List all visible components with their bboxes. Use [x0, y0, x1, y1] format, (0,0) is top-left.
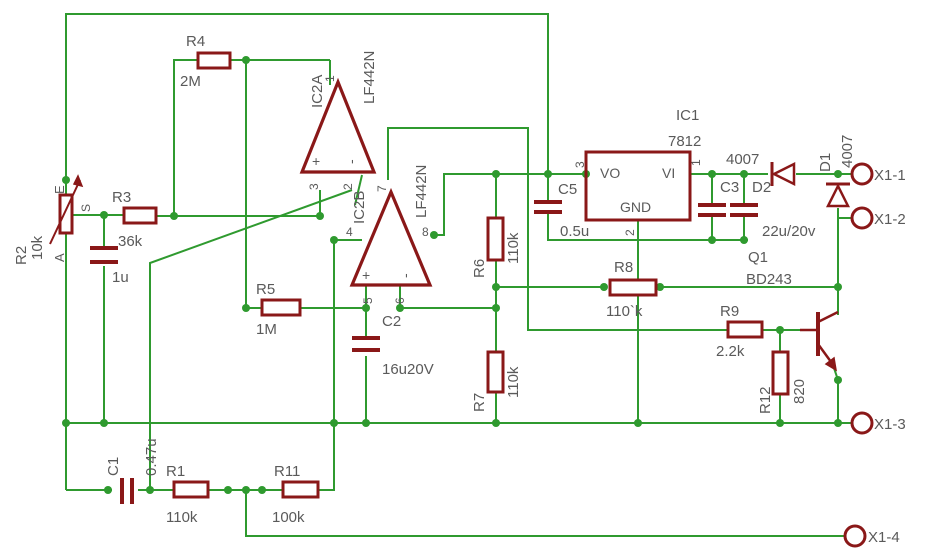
r5-value: 1M: [256, 321, 277, 338]
r4-value: 2M: [180, 73, 201, 90]
r8-label: R8: [614, 259, 633, 276]
ic1-pin-gnd: GND: [620, 199, 651, 215]
ic1-pin3: 3: [573, 161, 587, 168]
c2-capacitor: [352, 336, 380, 352]
ic2b-pin4: 4: [346, 225, 353, 239]
c2-label: C2: [382, 313, 401, 330]
r8-value: 110`k: [606, 303, 643, 320]
c4-value: 1u: [112, 269, 129, 286]
ic2a-name: IC2A: [309, 75, 326, 108]
ic2b-part: LF442N: [413, 165, 430, 218]
r2-potentiometer: [49, 174, 84, 245]
c1-capacitor: [120, 478, 134, 504]
ic2a-opamp: [299, 77, 377, 174]
ic2a-plus: +: [312, 153, 320, 169]
r5-label: R5: [256, 281, 275, 298]
ic2b-pin7: 7: [375, 185, 389, 192]
r2-pin-e: E: [52, 185, 67, 194]
ic2a-pin3: 3: [307, 183, 321, 190]
r2-pin-a: A: [52, 253, 67, 262]
r9-value: 2.2k: [716, 343, 745, 360]
r3-label: R3: [112, 189, 131, 206]
r1-value: 110k: [166, 509, 198, 526]
ic2b-plus: +: [362, 267, 370, 283]
c1-value: 0.47u: [143, 438, 160, 476]
r9-resistor: [726, 320, 764, 339]
ic2b-minus: -: [397, 273, 413, 278]
c5-value: 0.5u: [560, 223, 589, 240]
r2-value: 10k: [29, 235, 46, 260]
junctions: [62, 56, 842, 494]
ic2b-pin5: 5: [361, 297, 375, 304]
r2-pin-s: S: [79, 204, 93, 212]
ic1-part: 7812: [668, 133, 701, 150]
ic2a-part: LF442N: [361, 51, 378, 104]
ic1-pin1: 1: [689, 159, 703, 166]
terminal-x1-2: X1-2: [874, 211, 906, 228]
r2-label: R2: [13, 246, 30, 265]
r11-value: 100k: [272, 509, 305, 526]
terminals: [843, 162, 874, 548]
r12-label: R12: [757, 386, 774, 414]
r9-label: R9: [720, 303, 739, 320]
r12-resistor: [771, 350, 790, 396]
r6-resistor: [486, 216, 505, 262]
r1-label: R1: [166, 463, 185, 480]
ic1-pin-vi: VI: [662, 165, 675, 181]
r7-resistor: [486, 350, 505, 394]
r6-value: 110k: [505, 232, 522, 264]
c5-label: C5: [558, 181, 577, 198]
ic2b-pin6: 6: [393, 297, 407, 304]
ic1-name: IC1: [676, 107, 699, 124]
c2-value: 16u20V: [382, 361, 434, 378]
d2-label: D2: [752, 179, 771, 196]
r11-resistor: [281, 480, 320, 499]
d2-value: 4007: [726, 151, 759, 168]
ic2a-pin1: 1: [323, 75, 337, 82]
terminal-x1-3: X1-3: [874, 416, 906, 433]
ic2b-opamp: [349, 187, 433, 287]
ic2a-pin2: 2: [341, 183, 355, 190]
ic2a-minus: -: [343, 159, 359, 164]
r4-label: R4: [186, 33, 205, 50]
wires: [65, 13, 852, 537]
ic1-regulator: [584, 150, 692, 222]
c3-capacitor: [698, 203, 758, 217]
r1-resistor: [172, 480, 210, 499]
ic2b-name: IC2B: [351, 191, 368, 224]
c1-label: C1: [105, 457, 122, 476]
d1-diode: [825, 182, 851, 208]
q1-transistor: [800, 310, 839, 372]
r4-resistor: [196, 51, 232, 70]
r12-value: 820: [791, 379, 808, 404]
q1-part: BD243: [746, 271, 792, 288]
c4-capacitor: [90, 246, 118, 264]
r3-value: 36k: [118, 233, 143, 250]
q1-label: Q1: [748, 249, 768, 266]
ic2b-pin8: 8: [422, 225, 429, 239]
r11-label: R11: [274, 463, 300, 480]
terminal-x1-1: X1-1: [874, 167, 906, 184]
c5-capacitor: [534, 200, 562, 214]
r7-label: R7: [471, 393, 488, 412]
r7-value: 110k: [505, 366, 522, 398]
c3-label: C3: [720, 179, 739, 196]
ic1-pin-vo: VO: [600, 165, 620, 181]
d1-label: D1: [817, 153, 834, 172]
r5-resistor: [260, 298, 302, 317]
d2-diode: [770, 161, 796, 187]
r3-resistor: [122, 206, 158, 225]
d1-value: 4007: [839, 135, 856, 168]
r6-label: R6: [471, 259, 488, 278]
ic1-pin2: 2: [623, 229, 637, 236]
labels: R2 10k A E S R3 36k 1u R4 2M R5 1M R1 11…: [13, 33, 906, 546]
c3-value: 22u/20v: [762, 223, 816, 240]
r8-resistor: [608, 278, 658, 297]
terminal-x1-4: X1-4: [868, 529, 900, 546]
